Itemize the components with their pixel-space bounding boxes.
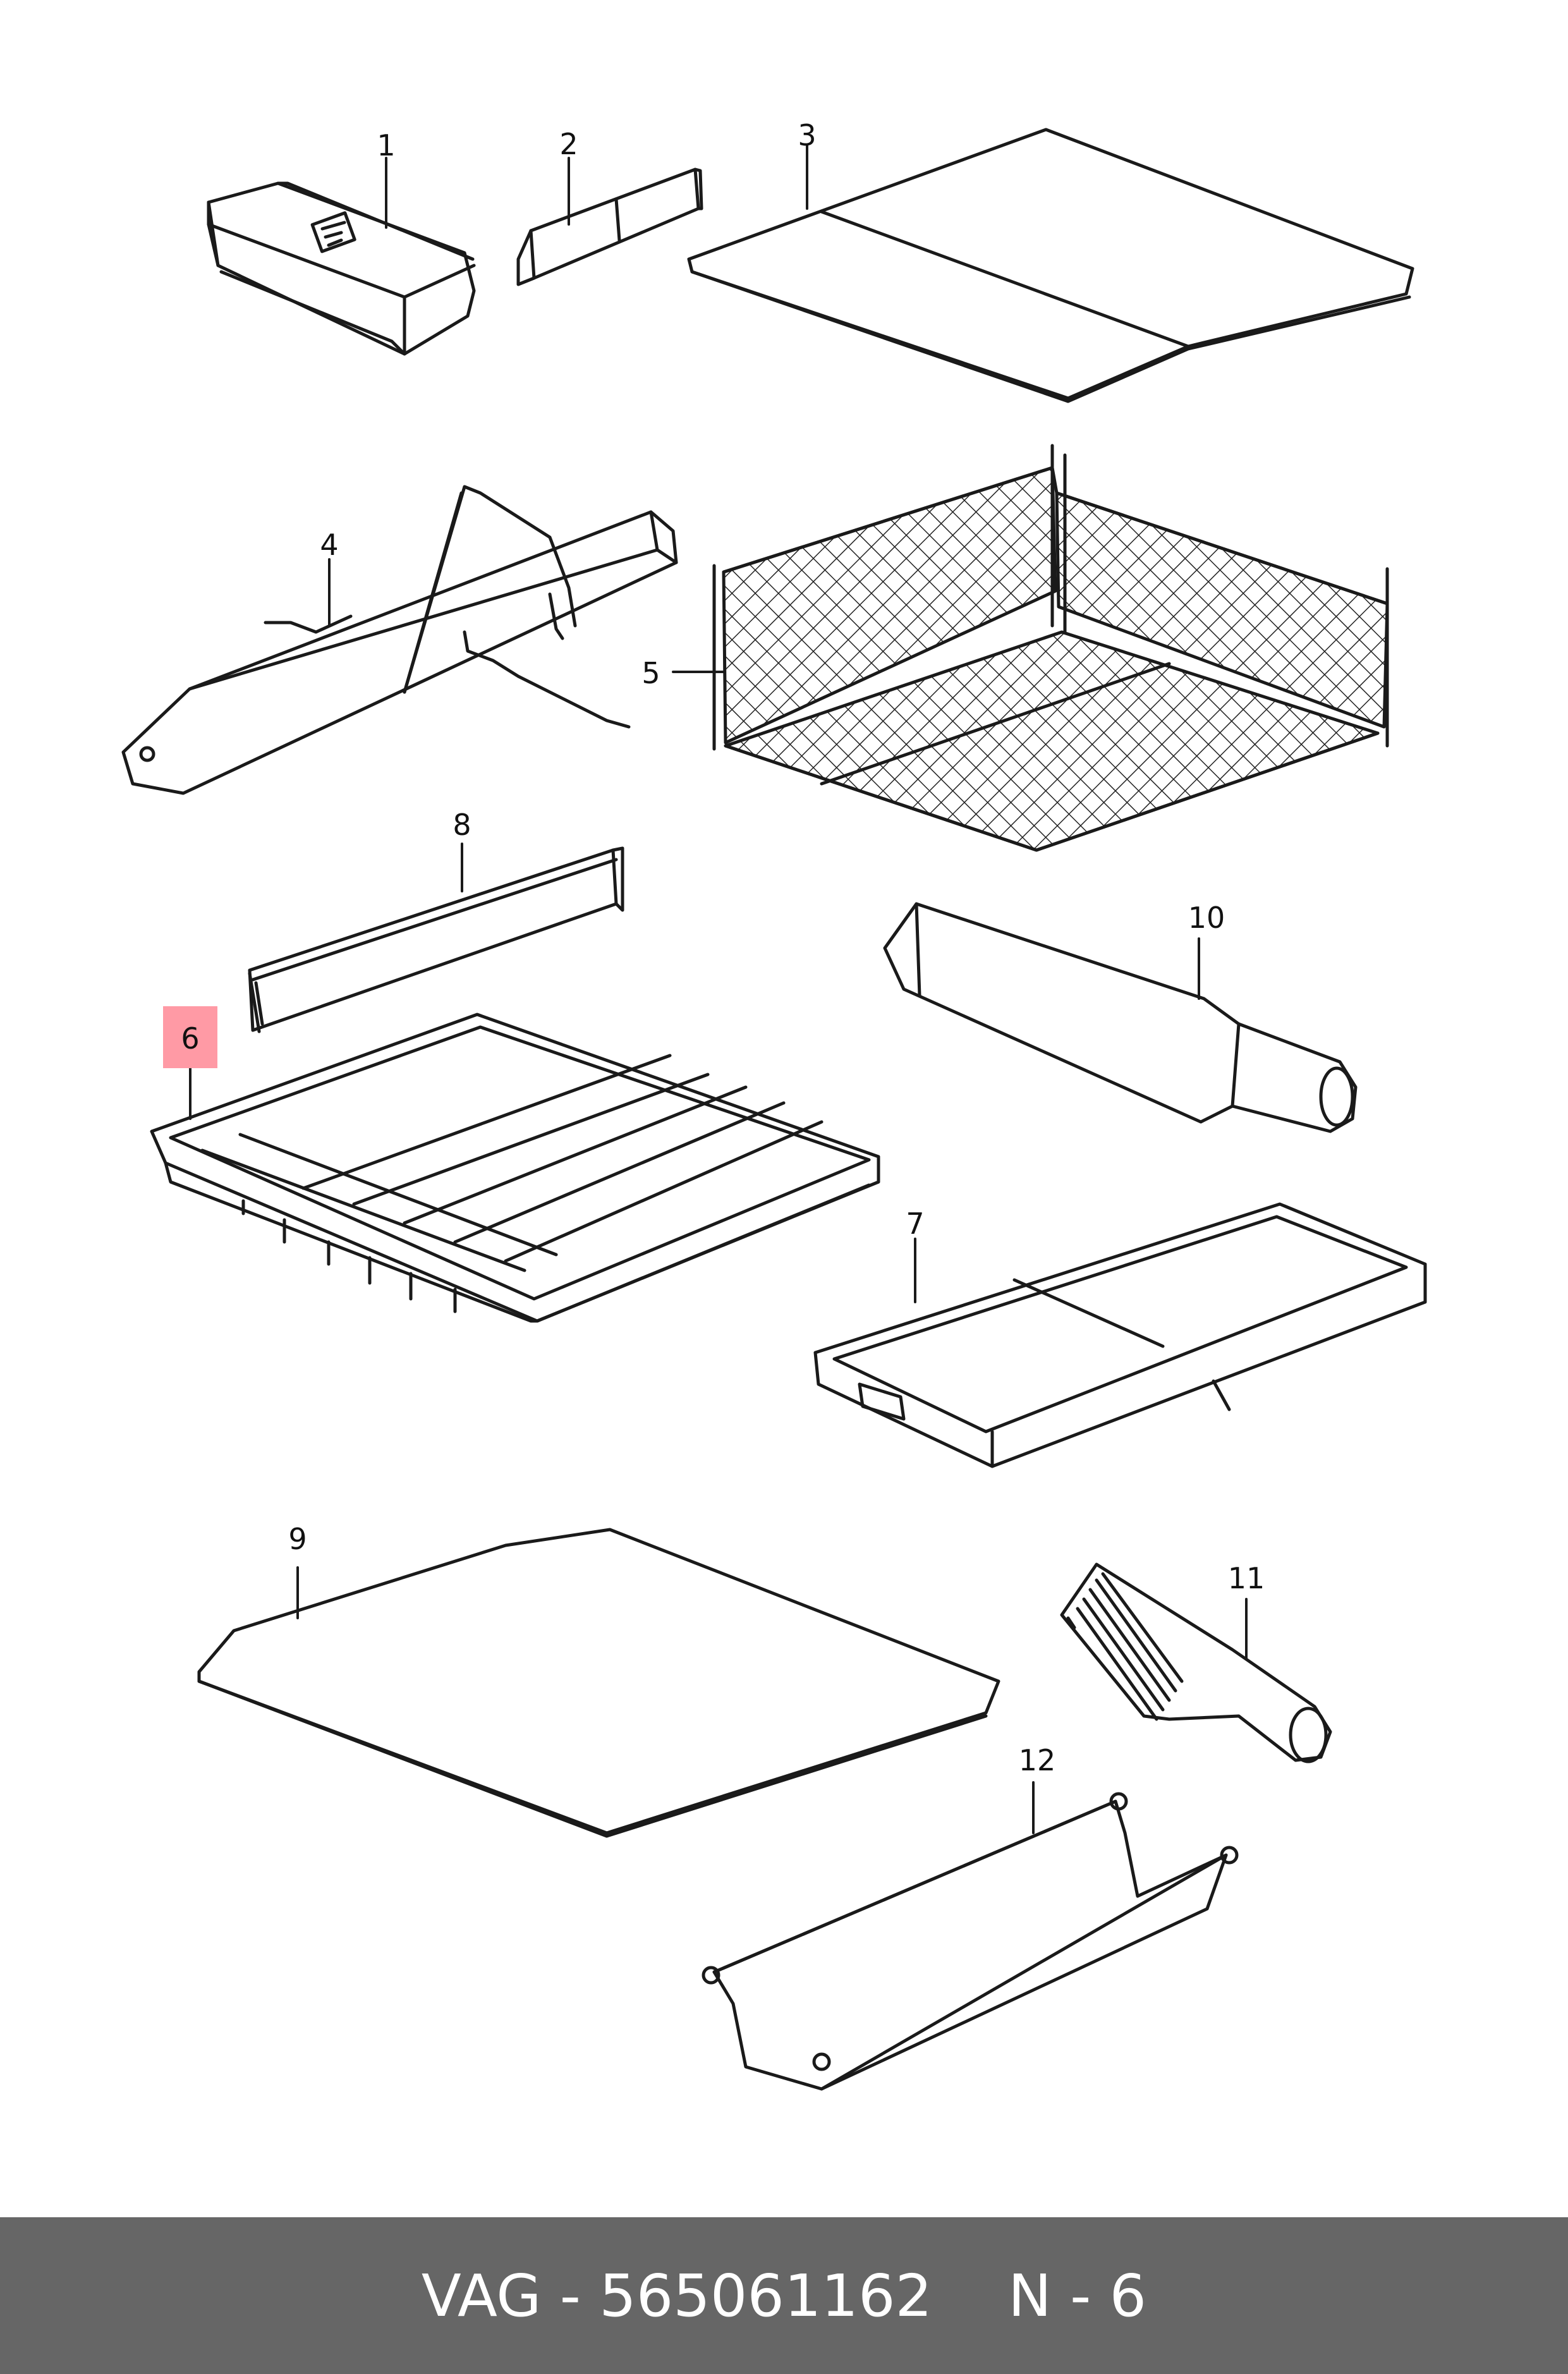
part-12-hammock-net	[702, 1792, 1239, 2091]
part-9-floor-mat	[197, 1528, 1000, 1838]
callout-5[interactable]: 5	[641, 656, 660, 690]
part-1-storage-box	[207, 181, 476, 356]
part-2-divider	[516, 167, 703, 286]
callout-6-highlight	[163, 1006, 217, 1068]
part-11-brush	[1060, 1562, 1332, 1763]
part-10-umbrella	[883, 902, 1358, 1133]
part-6-cargo-tray	[150, 1013, 880, 1323]
leader-lines	[189, 144, 1248, 1834]
callout-8[interactable]: 8	[453, 808, 471, 842]
part-8-roll-cover	[248, 846, 624, 1033]
footer-position-label: N - 6	[1008, 2261, 1147, 2330]
part-7-storage-insert	[813, 1202, 1427, 1468]
callout-3[interactable]: 3	[798, 118, 817, 152]
callout-7[interactable]: 7	[906, 1207, 925, 1241]
callout-12[interactable]: 12	[1018, 1743, 1056, 1777]
callout-4[interactable]: 4	[320, 528, 339, 562]
callout-6[interactable]: 6	[181, 1021, 200, 1056]
callout-11[interactable]: 11	[1227, 1561, 1265, 1595]
footer-bar: VAG - 565061162 N - 6	[0, 2217, 1568, 2374]
part-4-ski-bag	[121, 485, 678, 795]
part-3-cover-board	[687, 128, 1414, 403]
part-5-cargo-net	[712, 444, 1389, 852]
callout-10[interactable]: 10	[1188, 901, 1225, 935]
footer-part-label: VAG - 565061162	[421, 2261, 933, 2330]
callout-2[interactable]: 2	[559, 127, 578, 161]
parts-diagram	[121, 128, 1427, 2091]
callout-1[interactable]: 1	[377, 128, 396, 162]
callout-9[interactable]: 9	[288, 1522, 307, 1556]
